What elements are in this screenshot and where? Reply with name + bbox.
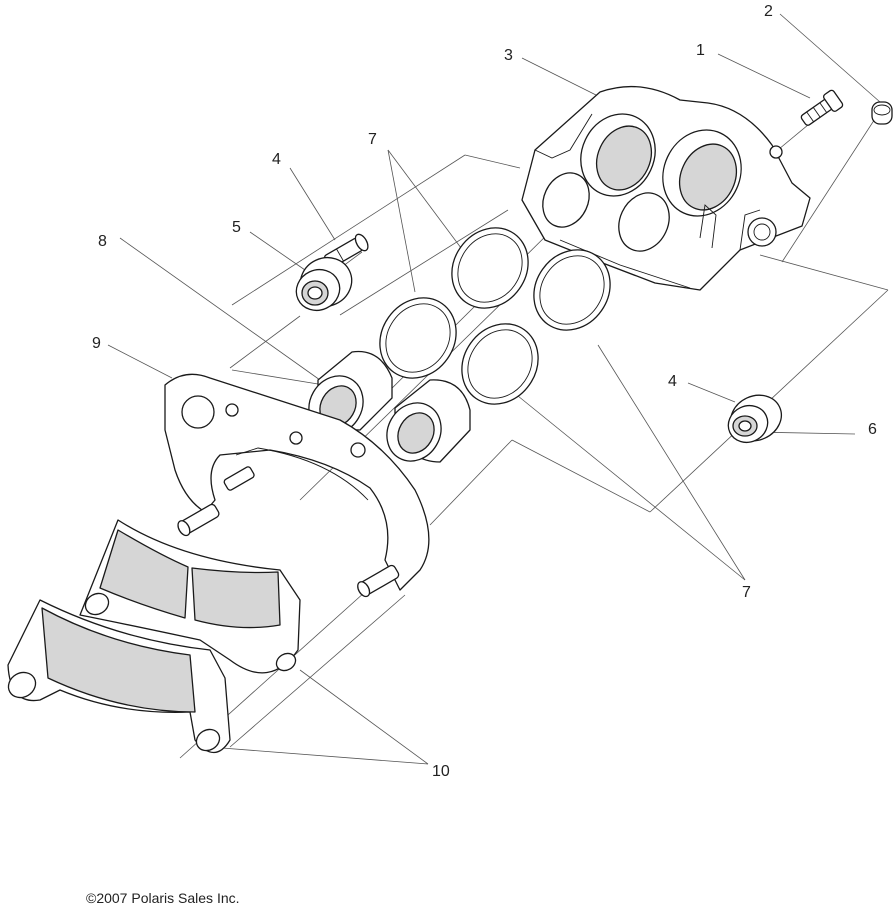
callout-2: 2 [764,3,773,20]
bleeder-cap-part [871,101,893,125]
callout-3: 3 [504,47,513,64]
callout-9: 9 [92,335,101,352]
bleeder-screw-part [800,89,844,126]
brake-pads-part [7,519,301,754]
caliper-body-part [521,85,811,291]
copyright-notice: ©2007 Polaris Sales Inc. [86,890,240,906]
callout-4-right: 4 [668,373,677,390]
boot-right-part [727,394,782,444]
callout-4-upper: 4 [272,151,281,168]
callout-labels: 1 2 3 4 5 7 8 9 4 6 7 10 [92,3,877,780]
callout-10: 10 [432,763,450,780]
callout-7-upper: 7 [368,131,377,148]
callout-6: 6 [868,421,877,438]
callout-5: 5 [232,219,241,236]
callout-leaders [107,13,881,765]
callout-8: 8 [98,233,107,250]
pin-boot-part [295,256,353,312]
seal-rings-part [379,227,611,405]
callout-7-lower: 7 [742,584,751,601]
callout-1: 1 [696,42,705,59]
caliper-bracket-part [164,373,430,598]
